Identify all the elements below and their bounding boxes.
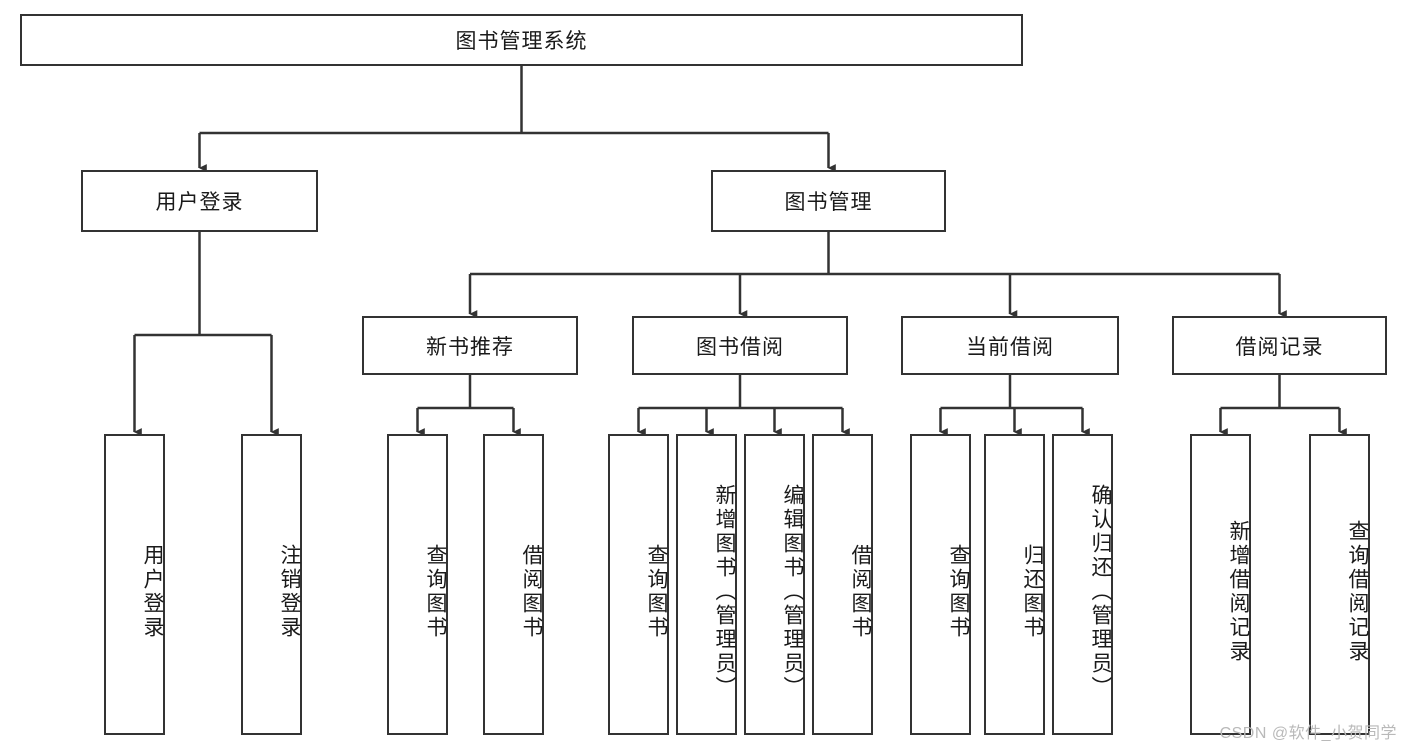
node-leaf-query-book-1[interactable]: 查询图书: [387, 434, 448, 735]
node-leaf-logout[interactable]: 注销登录: [241, 434, 302, 735]
node-current-borrow[interactable]: 当前借阅: [901, 316, 1119, 375]
node-book-borrow[interactable]: 图书借阅: [632, 316, 848, 375]
node-leaf-confirm-return[interactable]: 确认归还（管理员）: [1052, 434, 1113, 735]
node-leaf-query-book-3[interactable]: 查询图书: [910, 434, 971, 735]
node-borrow-record-label: 借阅记录: [1235, 335, 1324, 359]
node-leaf-query-book-1-label: 查询图书: [424, 543, 447, 640]
node-leaf-logout-label: 注销登录: [278, 543, 301, 640]
node-leaf-borrow-book-2-label: 借阅图书: [849, 543, 872, 640]
node-leaf-return-book-label: 归还图书: [1021, 543, 1044, 640]
node-user-login[interactable]: 用户登录: [81, 170, 318, 232]
node-leaf-confirm-return-label: 确认归还（管理员）: [1089, 483, 1112, 700]
node-leaf-add-book-label: 新增图书（管理员）: [713, 483, 736, 700]
node-leaf-borrow-book-1[interactable]: 借阅图书: [483, 434, 544, 735]
node-leaf-query-book-2[interactable]: 查询图书: [608, 434, 669, 735]
node-leaf-query-record-label: 查询借阅记录: [1346, 519, 1369, 664]
node-leaf-query-record[interactable]: 查询借阅记录: [1309, 434, 1370, 735]
watermark: CSDN @软件_小贺同学: [1219, 725, 1397, 742]
node-leaf-user-login[interactable]: 用户登录: [104, 434, 165, 735]
node-leaf-add-record[interactable]: 新增借阅记录: [1190, 434, 1251, 735]
node-user-login-label: 用户登录: [155, 191, 244, 214]
node-book-manage[interactable]: 图书管理: [711, 170, 946, 232]
node-leaf-borrow-book-2[interactable]: 借阅图书: [812, 434, 873, 735]
node-book-manage-label: 图书管理: [784, 191, 873, 214]
node-leaf-edit-book-label: 编辑图书（管理员）: [781, 483, 804, 700]
node-root-label: 图书管理系统: [455, 30, 588, 53]
node-new-book-rec[interactable]: 新书推荐: [362, 316, 578, 375]
node-leaf-query-book-2-label: 查询图书: [645, 543, 668, 640]
node-book-borrow-label: 图书借阅: [696, 335, 784, 359]
node-current-borrow-label: 当前借阅: [966, 335, 1054, 359]
node-leaf-query-book-3-label: 查询图书: [947, 543, 970, 640]
node-leaf-user-login-label: 用户登录: [141, 543, 164, 640]
node-root[interactable]: 图书管理系统: [20, 14, 1023, 66]
node-leaf-add-record-label: 新增借阅记录: [1227, 519, 1250, 664]
node-new-book-rec-label: 新书推荐: [426, 335, 514, 359]
node-borrow-record[interactable]: 借阅记录: [1172, 316, 1387, 375]
node-leaf-add-book[interactable]: 新增图书（管理员）: [676, 434, 737, 735]
node-leaf-return-book[interactable]: 归还图书: [984, 434, 1045, 735]
node-leaf-edit-book[interactable]: 编辑图书（管理员）: [744, 434, 805, 735]
node-leaf-borrow-book-1-label: 借阅图书: [520, 543, 543, 640]
